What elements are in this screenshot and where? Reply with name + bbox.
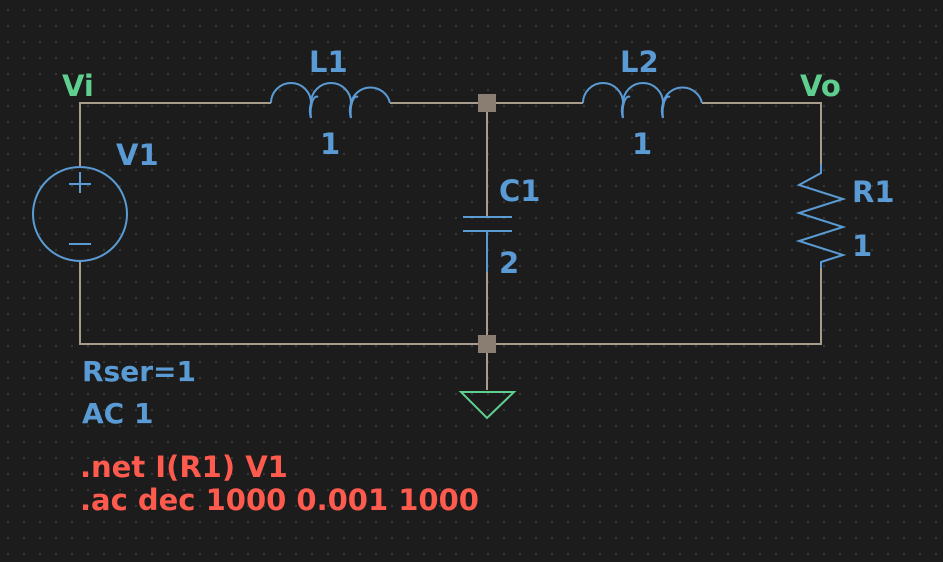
c1-value[interactable]: 2 — [499, 246, 520, 280]
directive-ac[interactable]: .ac dec 1000 0.001 1000 — [80, 483, 479, 517]
voltage-source-v1-icon[interactable] — [32, 166, 128, 262]
l2-name[interactable]: L2 — [620, 45, 659, 79]
wires — [79, 102, 822, 390]
r1-name[interactable]: R1 — [852, 175, 895, 209]
l1-name[interactable]: L1 — [309, 45, 348, 79]
r1-value[interactable]: 1 — [852, 229, 873, 263]
directive-net[interactable]: .net I(R1) V1 — [80, 450, 288, 484]
v1-name[interactable]: V1 — [116, 138, 159, 172]
v1-ac[interactable]: AC 1 — [82, 397, 154, 430]
wire-bottom[interactable] — [79, 262, 822, 345]
junction-top[interactable] — [478, 94, 496, 112]
ground-icon[interactable] — [458, 391, 517, 420]
capacitor-c1-icon[interactable] — [463, 216, 512, 272]
junction-bottom[interactable] — [478, 335, 496, 353]
wire-vi-top[interactable] — [79, 102, 271, 166]
wire-l2-vo[interactable] — [702, 102, 822, 164]
inductor-l1-icon[interactable] — [270, 82, 391, 119]
resistor-r1-icon[interactable] — [795, 164, 847, 268]
net-label-vo[interactable]: Vo — [800, 69, 841, 103]
c1-name[interactable]: C1 — [499, 174, 541, 208]
v1-rser[interactable]: Rser=1 — [82, 355, 196, 388]
l2-value[interactable]: 1 — [632, 127, 653, 161]
net-label-vi[interactable]: Vi — [62, 69, 94, 103]
l1-value[interactable]: 1 — [320, 127, 341, 161]
inductor-l2-icon[interactable] — [582, 82, 703, 119]
